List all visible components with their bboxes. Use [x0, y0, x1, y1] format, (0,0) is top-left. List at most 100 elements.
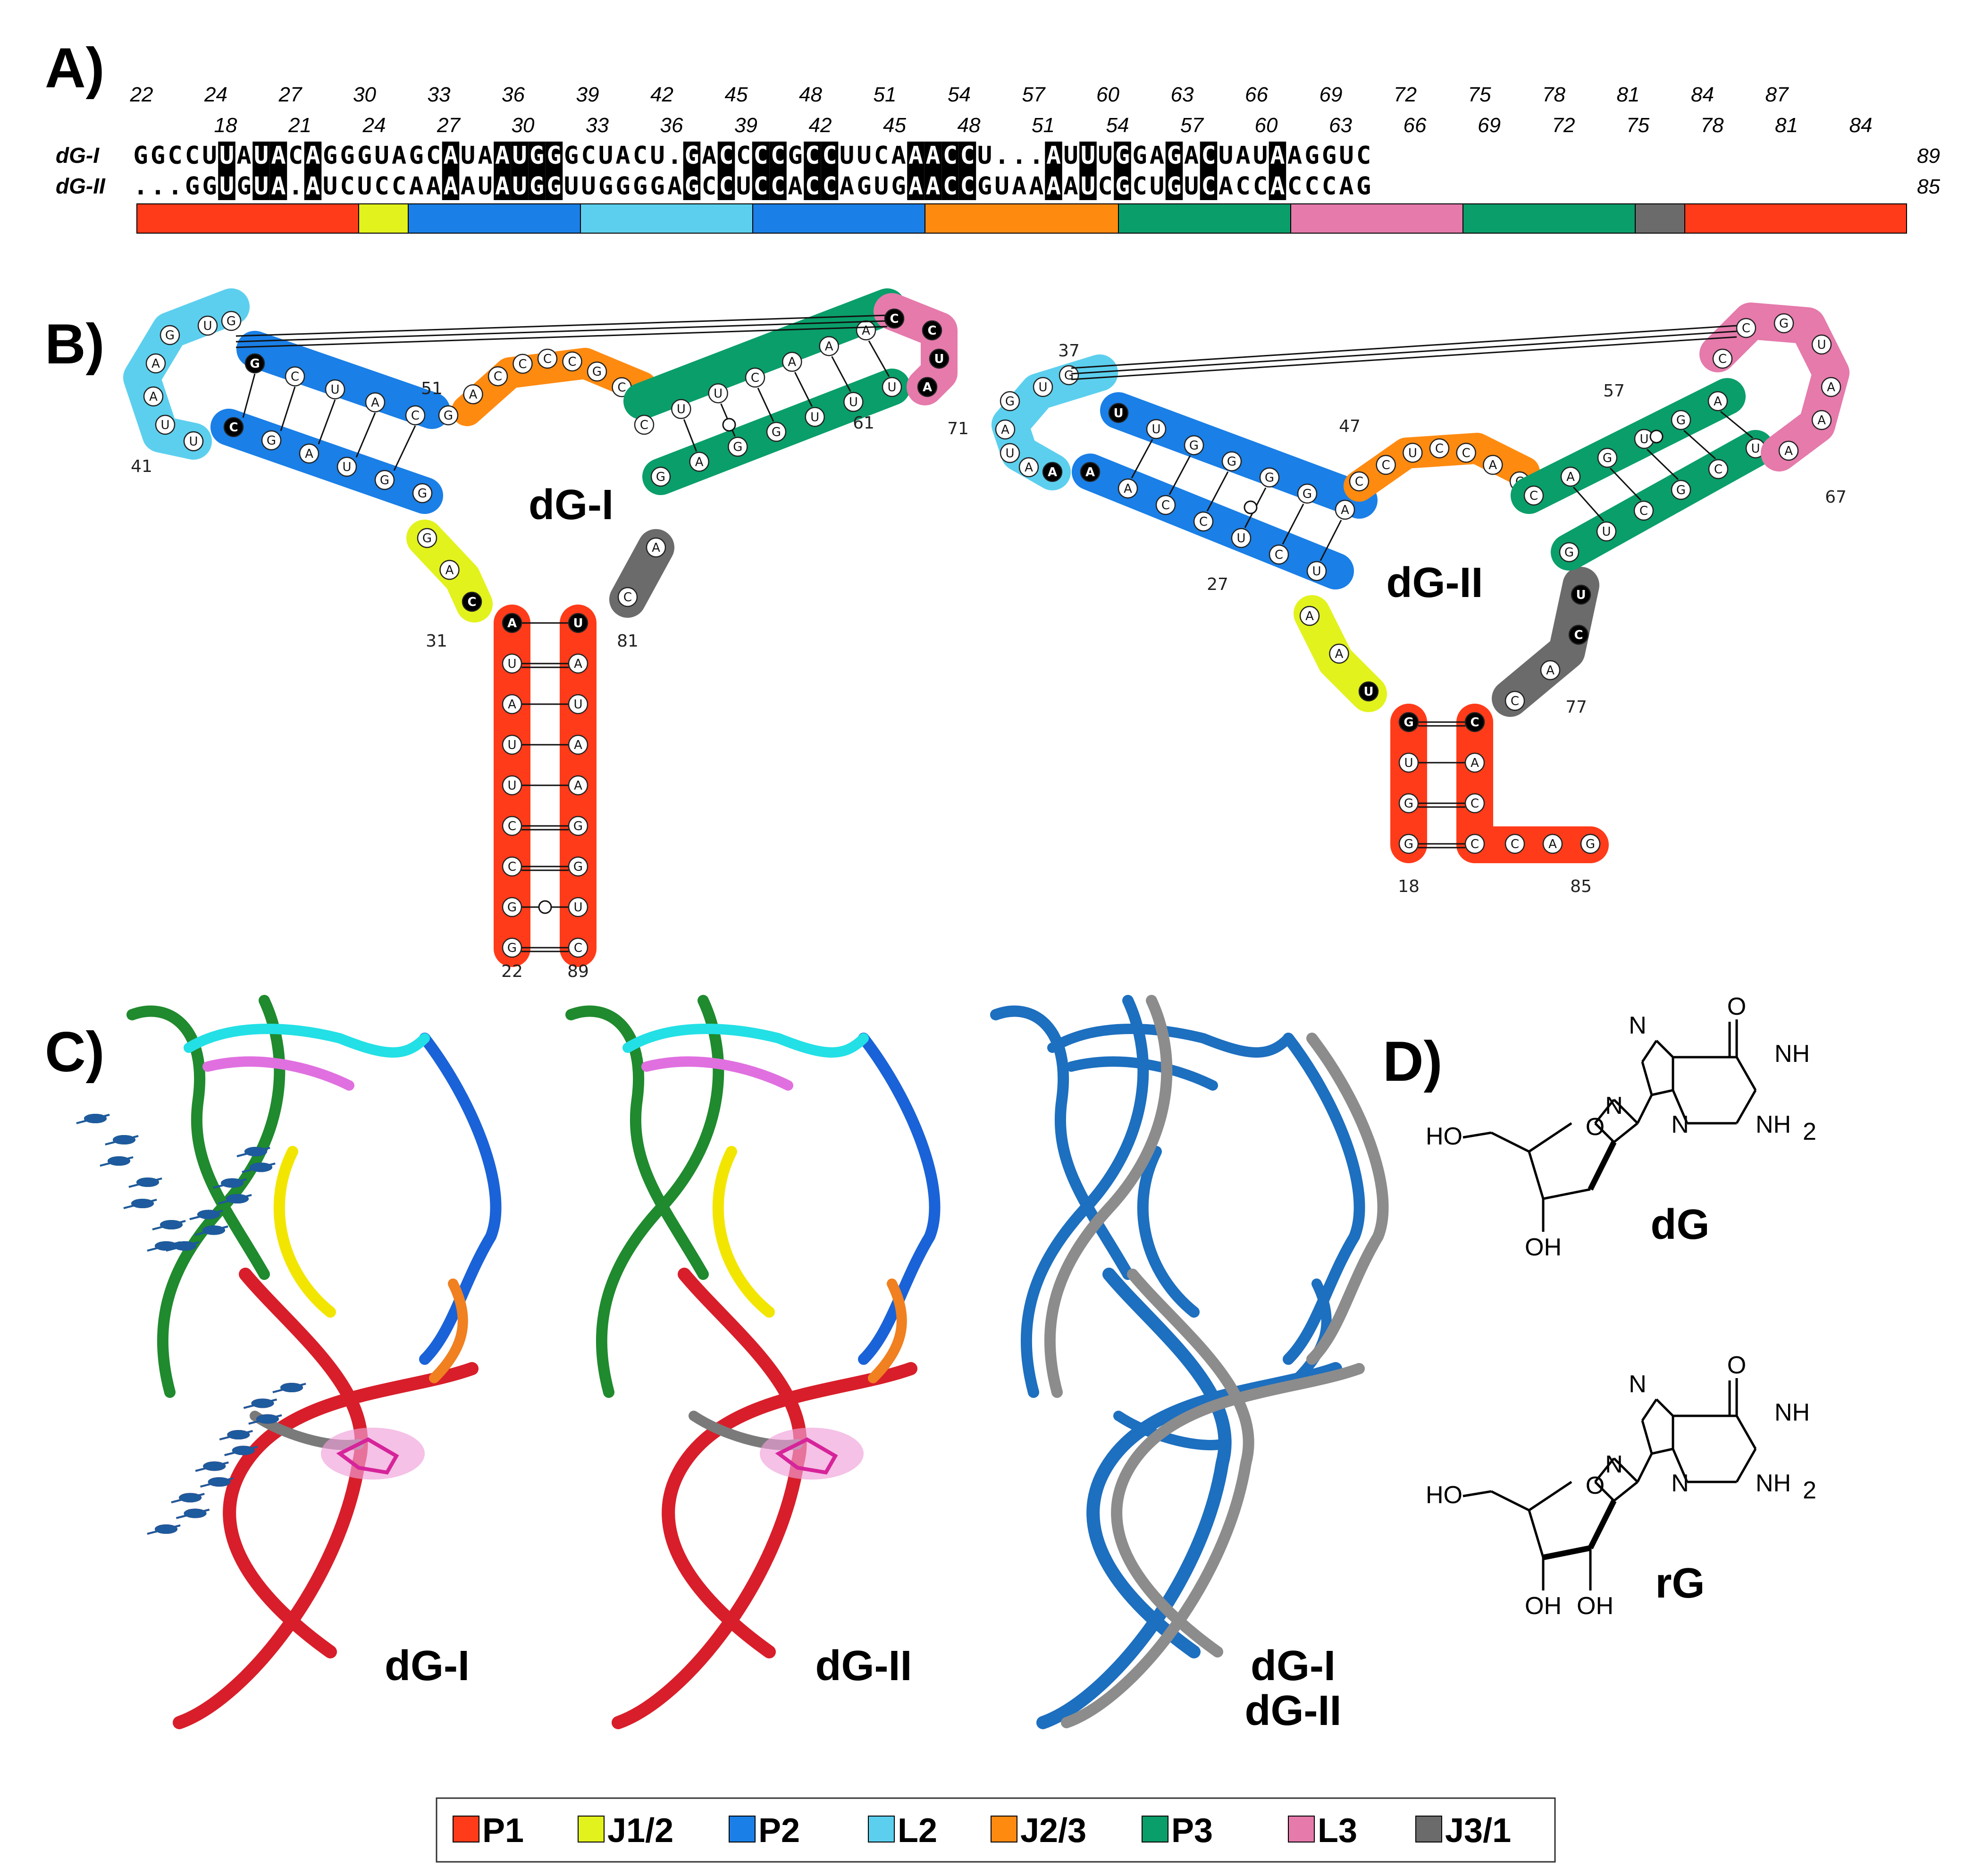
conserved-column	[1200, 142, 1218, 200]
nucleotide-letter: C	[1355, 475, 1363, 489]
wobble-pair	[1244, 500, 1258, 514]
nucleotide-p1	[502, 816, 522, 836]
nucleotide-p2-dgii	[1221, 451, 1242, 471]
nucleotide-dgii: C	[1098, 172, 1112, 201]
nucleotide-letter: G	[507, 941, 517, 955]
atom-n: N	[1629, 1371, 1647, 1398]
top-number: 54	[948, 83, 971, 106]
base-plate	[197, 1210, 220, 1220]
nucleotide-dgii: G	[1167, 172, 1181, 201]
bond	[1735, 1089, 1757, 1124]
nucleotide-letter: C	[1275, 548, 1283, 562]
bottom-number: 54	[1106, 114, 1129, 137]
bond	[1735, 1448, 1757, 1483]
nucleotide-letter: G	[1064, 369, 1074, 383]
bond	[1490, 1490, 1530, 1512]
nucleotide-dgii: A	[840, 172, 854, 201]
nucleotide-p3	[782, 352, 802, 372]
base-plate	[202, 1225, 225, 1235]
nucleotide-dgii: U	[323, 172, 337, 201]
nucleotide-letter: G	[250, 357, 260, 371]
position-label-dgi: 31	[426, 631, 447, 651]
top-number: 51	[874, 83, 897, 106]
bottom-number: 63	[1329, 114, 1352, 137]
nucleotide-p3	[650, 466, 671, 487]
nucleotide-p1-dgii	[1464, 752, 1485, 773]
atom-n: N	[1605, 1451, 1623, 1478]
nucleotide-p2	[325, 379, 345, 400]
nucleotide-letter: U	[849, 395, 858, 410]
legend-swatch-J1-2	[578, 1816, 605, 1842]
base-plate	[221, 1178, 244, 1188]
top-number: 33	[428, 83, 451, 106]
model-overlay-dgi	[1044, 995, 1389, 1728]
nucleotide-letter: U	[1113, 406, 1123, 421]
nucleotide-letter: C	[1471, 797, 1479, 811]
nucleotide-p3-dgii	[1671, 480, 1691, 500]
nucleotide-j2-3	[463, 384, 483, 404]
nucleotide-dgi: C	[736, 142, 751, 170]
nucleotide-letter: A	[1488, 458, 1497, 472]
nucleotide-letter: G	[422, 531, 432, 546]
nucleotide-l2-dgii	[1000, 391, 1020, 412]
nucleotide-p2	[285, 366, 305, 387]
nucleotide-p1	[502, 694, 522, 715]
nucleotide-letter: G	[267, 434, 276, 448]
conserved-column	[804, 142, 821, 200]
nucleotide-p2	[261, 430, 282, 451]
nucleotide-p3-dgii	[1559, 542, 1580, 563]
bottom-number: 30	[512, 114, 535, 137]
nucleotide-dgi: A	[908, 142, 923, 170]
nucleotide-j2-3-dgii	[1403, 443, 1423, 463]
top-number: 72	[1394, 83, 1417, 106]
ligand-surface	[760, 1428, 864, 1480]
nucleotide-letter: C	[1462, 446, 1471, 460]
backbone-j2-3	[429, 1279, 468, 1383]
nucleotide-dgi: C	[168, 142, 182, 170]
nucleotide-letter: C	[1435, 442, 1444, 456]
nucleotide-dgii: C	[943, 172, 958, 201]
nucleotide-dgi: U	[1081, 142, 1095, 170]
nucleotide-letter: G	[1676, 483, 1686, 497]
tertiary-contact	[1071, 330, 1737, 375]
base-pair	[242, 373, 256, 418]
nucleotide-letter: C	[229, 421, 238, 435]
top-number: 75	[1468, 83, 1491, 106]
nucleotide-dgii: G	[615, 172, 630, 201]
nucleotide-letter: U	[507, 738, 516, 752]
nucleotide-j2-3-dgii	[1483, 454, 1503, 475]
legend-label: P2	[758, 1812, 800, 1850]
nucleotide-dgii: A	[1046, 172, 1061, 201]
base-pair	[1683, 429, 1716, 460]
nucleotide-letter: C	[1382, 458, 1390, 472]
nucleotide-l3-dgii	[1811, 334, 1832, 355]
nucleotide-letter: G	[227, 314, 236, 328]
nucleotide-dgii: G	[202, 172, 217, 201]
nucleotide-dgi: A	[271, 142, 286, 170]
base-pair	[683, 419, 698, 452]
nucleotide-dgii: A	[443, 172, 458, 201]
nucleotide-dgi: U	[374, 142, 389, 170]
nucleotide-l2-dgii	[1018, 457, 1039, 478]
nucleotide-letter: A	[151, 357, 160, 371]
nucleotide-j3-1-dgii	[1571, 584, 1591, 605]
nucleotide-letter: U	[507, 657, 516, 671]
nucleotide-p2-dgii	[1297, 483, 1318, 504]
bottom-number: 81	[1775, 114, 1798, 137]
nucleotide-letter: C	[494, 370, 502, 384]
top-number: 63	[1171, 83, 1194, 106]
nucleotide-dgii: A	[305, 172, 320, 201]
nucleotide-dgi: U	[512, 142, 527, 170]
conserved-column	[907, 142, 924, 200]
nucleotide-letter: U	[342, 460, 351, 474]
base-plate	[179, 1493, 202, 1503]
base-plate	[208, 1477, 231, 1487]
nucleotide-p1	[568, 613, 588, 633]
nucleotide-letter: G	[656, 470, 665, 484]
overlay-label-dgii: dG-II	[1245, 1687, 1342, 1734]
nucleotide-p3-dgii	[1671, 410, 1691, 430]
backbone-l3	[1066, 1056, 1218, 1091]
domain-color-bar	[136, 203, 1907, 234]
bottom-number: 21	[288, 114, 311, 137]
